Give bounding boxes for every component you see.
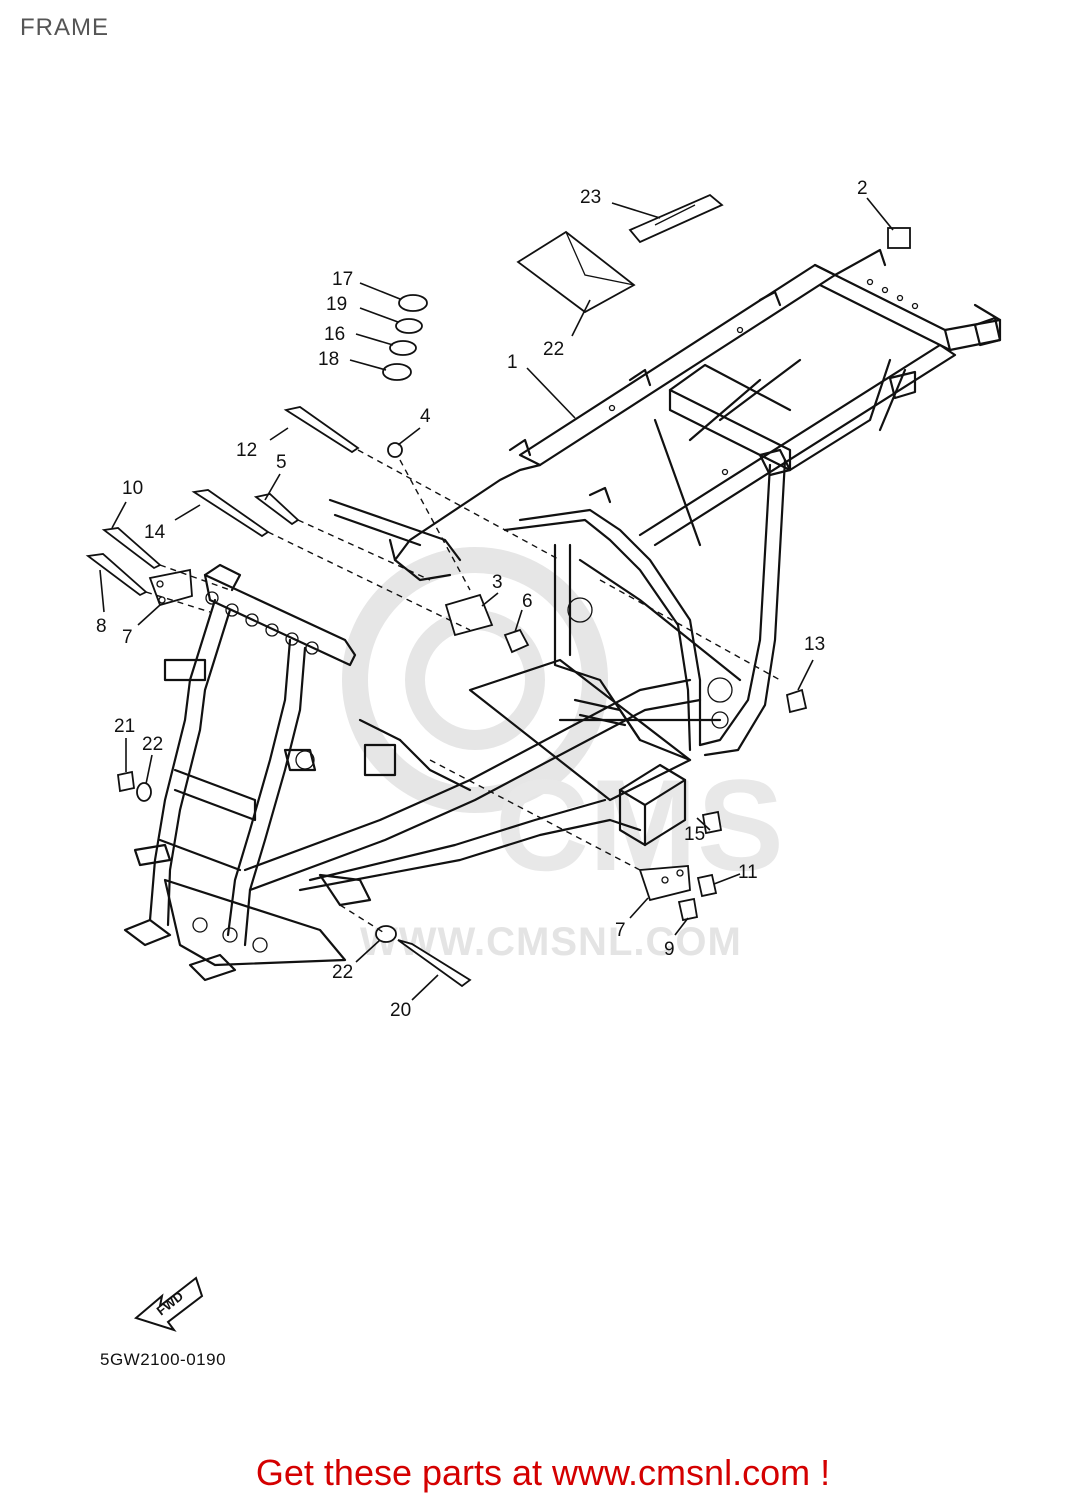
callout-17: 17 [332,269,353,290]
callout-19: 19 [326,294,347,315]
main-frame [123,248,1002,982]
callout-18: 18 [318,349,339,370]
callout-3: 3 [492,572,503,593]
callout-24: 23 [580,187,601,208]
callout-13: 13 [804,634,825,655]
loose-parts [85,193,911,988]
callout-7-lower: 7 [615,920,626,941]
callout-15: 15 [684,824,705,845]
callout-20: 20 [390,1000,411,1021]
callout-4: 4 [420,406,431,427]
promo-banner-link[interactable]: Get these parts at www.cmsnl.com ! [255,1452,831,1493]
tool-kit-part [628,193,724,244]
callout-7-upper: 7 [122,627,133,648]
page-title: FRAME [20,14,109,41]
callout-12: 12 [236,440,257,461]
callout-21: 21 [114,716,135,737]
grommet-part [887,227,911,249]
callout-23: 22 [543,339,564,360]
callout-9: 9 [664,939,675,960]
callout-8: 8 [96,616,107,637]
leader-lines [99,197,894,1001]
manual-pouch-part [516,230,636,314]
callout-22-upper: 22 [142,734,163,755]
callout-1: 1 [507,352,518,373]
callout-10: 10 [122,478,143,499]
drawing-code: 5GW2100-0190 [100,1350,227,1369]
callout-22-lower: 22 [332,962,353,983]
alignment-lines [145,449,781,935]
callout-2: 2 [857,178,868,199]
fwd-arrow-icon: FWD [133,1276,204,1332]
callout-11: 11 [738,862,758,883]
callout-6: 6 [522,591,533,612]
callout-5: 5 [276,452,287,473]
callout-14: 14 [144,522,166,543]
callout-numbers: 23 2 22 1 17 19 16 18 4 12 5 10 14 8 7 3… [96,178,868,1021]
callout-16: 16 [324,324,345,345]
